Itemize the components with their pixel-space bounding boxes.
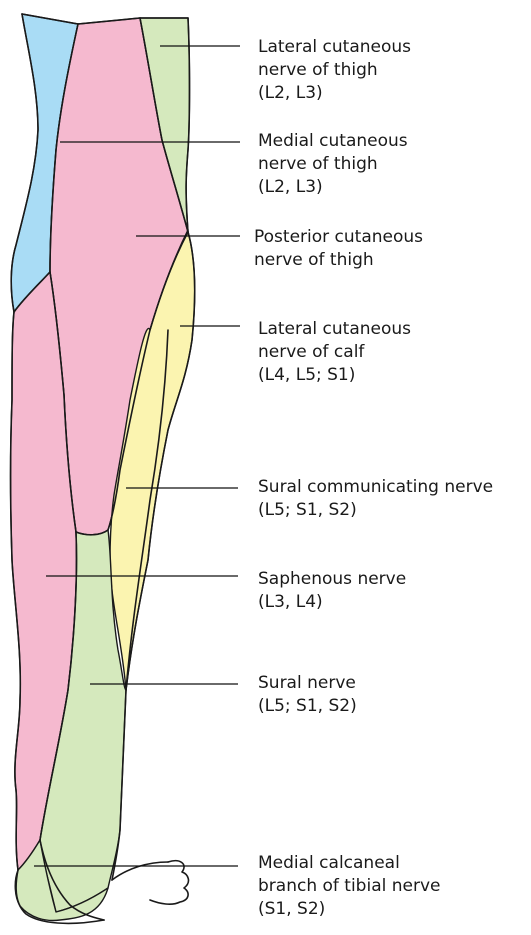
label-sural: Sural nerve (L5; S1, S2) (258, 673, 357, 716)
leg-regions (11, 14, 195, 920)
label-saphenous: Saphenous nerve (L3, L4) (258, 569, 406, 612)
label-lateral-cutaneous-calf: Lateral cutaneous nerve of calf (L4, L5; S… (258, 319, 411, 385)
outline-stroke-14 (112, 862, 168, 880)
label-lateral-cutaneous-thigh: Lateral cutaneous nerve of thigh (L2, L3) (258, 37, 411, 103)
label-medial-cutaneous-thigh: Medial cutaneous nerve of thigh (L2, L3) (258, 131, 408, 197)
label-line-medial-cutaneous-thigh-1: nerve of thigh (258, 154, 378, 174)
label-line-lateral-cutaneous-calf-1: nerve of calf (258, 342, 365, 362)
label-line-medial-calcaneal-1: branch of tibial nerve (258, 876, 440, 896)
label-medial-calcaneal: Medial calcaneal branch of tibial nerve (S… (258, 853, 440, 919)
label-line-saphenous-1: (L3, L4) (258, 592, 323, 612)
label-line-lateral-cutaneous-thigh-2: (L2, L3) (258, 83, 323, 103)
label-line-medial-cutaneous-thigh-2: (L2, L3) (258, 177, 323, 197)
label-line-medial-cutaneous-thigh-0: Medial cutaneous (258, 131, 408, 151)
label-sural-communicating: Sural communicating nerve (L5; S1, S2) (258, 477, 493, 520)
outline-stroke-13 (150, 861, 188, 904)
label-line-sural-0: Sural nerve (258, 673, 356, 693)
label-line-medial-calcaneal-2: (S1, S2) (258, 899, 325, 919)
label-line-sural-1: (L5; S1, S2) (258, 696, 357, 716)
label-line-saphenous-0: Saphenous nerve (258, 569, 406, 589)
label-posterior-cutaneous-thigh: Posterior cutaneous nerve of thigh (254, 227, 423, 270)
label-line-sural-communicating-1: (L5; S1, S2) (258, 500, 357, 520)
label-line-lateral-cutaneous-thigh-1: nerve of thigh (258, 60, 378, 80)
label-line-posterior-cutaneous-thigh-0: Posterior cutaneous (254, 227, 423, 247)
label-line-lateral-cutaneous-calf-0: Lateral cutaneous (258, 319, 411, 339)
label-line-lateral-cutaneous-calf-2: (L4, L5; S1) (258, 365, 355, 385)
label-line-lateral-cutaneous-thigh-0: Lateral cutaneous (258, 37, 411, 57)
label-line-sural-communicating-0: Sural communicating nerve (258, 477, 493, 497)
label-line-medial-calcaneal-0: Medial calcaneal (258, 853, 400, 873)
label-line-posterior-cutaneous-thigh-1: nerve of thigh (254, 250, 374, 270)
